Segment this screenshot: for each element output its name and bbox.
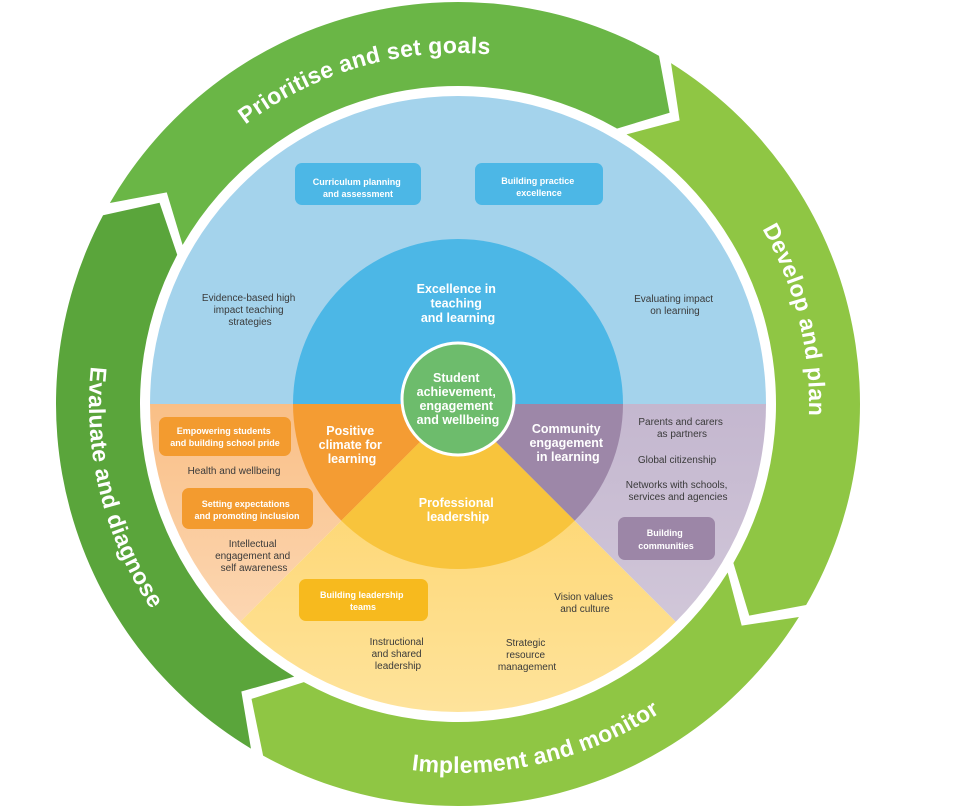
dimension-box-building-communities: Building communities: [618, 517, 715, 560]
text-line: Instructional: [370, 637, 424, 648]
dimension-box-setting-expectations: Setting expectations and promoting inclu…: [182, 488, 313, 529]
box-line: and promoting inclusion: [195, 511, 300, 521]
text-line: and shared: [372, 649, 422, 660]
core-line: engagement: [419, 399, 493, 413]
dimension-box-curriculum: Curriculum planning and assessment: [295, 163, 421, 205]
dimension-box-label: Building leadership teams: [320, 590, 406, 612]
dimension-box-bg: [182, 488, 313, 529]
dimension-text-health-wellbeing: Health and wellbeing: [188, 466, 281, 477]
dimension-text-strategic-resource: Strategic resource management: [498, 638, 557, 673]
box-line: excellence: [516, 188, 562, 198]
box-line: Empowering students: [177, 426, 271, 436]
dimension-text-parents-carers: Parents and carers as partners: [638, 417, 725, 440]
priority-label-teaching: Excellence in teaching and learning: [417, 282, 500, 325]
dimension-box-leadership-teams: Building leadership teams: [299, 579, 428, 621]
dimension-text-global-citizenship: Global citizenship: [638, 455, 717, 466]
box-line: Building leadership: [320, 590, 404, 600]
text-line: strategies: [228, 317, 271, 328]
priority-leadership: [341, 404, 575, 569]
priority-line: and learning: [421, 311, 495, 325]
text-line: Evaluating impact: [634, 294, 713, 305]
priority-line: learning: [328, 452, 377, 466]
text-line: Strategic: [506, 638, 545, 649]
core-label: Student achievement, engagement and well…: [417, 371, 500, 427]
dimension-box-practice-excellence: Building practice excellence: [475, 163, 603, 205]
priority-line: engagement: [529, 436, 603, 450]
priority-label-leadership: Professional leadership: [419, 496, 498, 524]
core-line: and wellbeing: [417, 413, 500, 427]
dimension-box-label: Setting expectations and promoting inclu…: [195, 499, 300, 521]
box-line: and assessment: [323, 189, 393, 199]
dimension-text-evaluating-impact: Evaluating impact on learning: [634, 294, 716, 317]
box-line: Curriculum planning: [313, 177, 401, 187]
dimension-box-bg: [618, 517, 715, 560]
cycle-segment-prioritise: [109, 2, 670, 245]
text-line: engagement and: [215, 551, 290, 562]
dimension-text-vision-values: Vision values and culture: [554, 592, 616, 615]
box-line: Setting expectations: [202, 499, 290, 509]
dimension-box-bg: [475, 163, 603, 205]
text-line: services and agencies: [629, 492, 728, 503]
priority-line: in learning: [536, 450, 599, 464]
priority-line: Community: [532, 422, 601, 436]
priority-line: leadership: [427, 510, 490, 524]
dimension-text-instructional-leadership: Instructional and shared leadership: [370, 637, 427, 672]
text-line: and culture: [560, 604, 610, 615]
dimension-box-label: Empowering students and building school …: [170, 426, 280, 448]
cycle-segment-implement: [251, 572, 799, 807]
text-line: Networks with schools,: [626, 480, 728, 491]
core-line: Student: [433, 371, 480, 385]
priority-label-climate: Positive climate for learning: [319, 424, 386, 466]
cycle-segment-evaluate: [56, 202, 295, 749]
box-line: communities: [638, 541, 694, 551]
text-line: Global citizenship: [638, 455, 717, 466]
priority-line: climate for: [319, 438, 382, 452]
dimension-box-bg: [295, 163, 421, 205]
core-line: achievement,: [417, 385, 496, 399]
priority-line: Positive: [326, 424, 374, 438]
text-line: impact teaching: [214, 305, 284, 316]
core-circle: [400, 341, 516, 457]
dimension-box-label: Building communities: [638, 528, 694, 551]
priority-teaching: [293, 239, 623, 404]
cycle-segment-develop: [626, 63, 861, 616]
priority-line: Excellence in: [417, 282, 496, 296]
box-line: and building school pride: [170, 438, 280, 448]
box-line: Building: [647, 528, 683, 538]
text-line: Evidence-based high: [202, 293, 295, 304]
dimension-box-label: Curriculum planning and assessment: [313, 177, 404, 199]
box-line: teams: [350, 602, 376, 612]
dimension-box-label: Building practice excellence: [501, 176, 577, 198]
text-line: Parents and carers: [638, 417, 723, 428]
box-line: Building practice: [501, 176, 574, 186]
dimension-box-bg: [159, 417, 291, 456]
text-line: Health and wellbeing: [188, 466, 281, 477]
dimension-box-empowering-students: Empowering students and building school …: [159, 417, 291, 456]
text-line: Vision values: [554, 592, 613, 603]
priority-line: teaching: [431, 297, 482, 311]
priority-line: Professional: [419, 496, 494, 510]
text-line: Intellectual: [229, 539, 277, 550]
text-line: resource: [506, 650, 545, 661]
text-line: on learning: [650, 306, 699, 317]
dimension-text-evidence-based: Evidence-based high impact teaching stra…: [202, 293, 298, 328]
text-line: self awareness: [221, 563, 288, 574]
dimension-text-intellectual-engagement: Intellectual engagement and self awarene…: [215, 539, 293, 574]
text-line: leadership: [375, 661, 422, 672]
dimension-box-bg: [299, 579, 428, 621]
dimension-text-networks: Networks with schools, services and agen…: [626, 480, 730, 503]
text-line: as partners: [657, 429, 707, 440]
priority-label-community: Community engagement in learning: [529, 422, 606, 464]
text-line: management: [498, 662, 557, 673]
